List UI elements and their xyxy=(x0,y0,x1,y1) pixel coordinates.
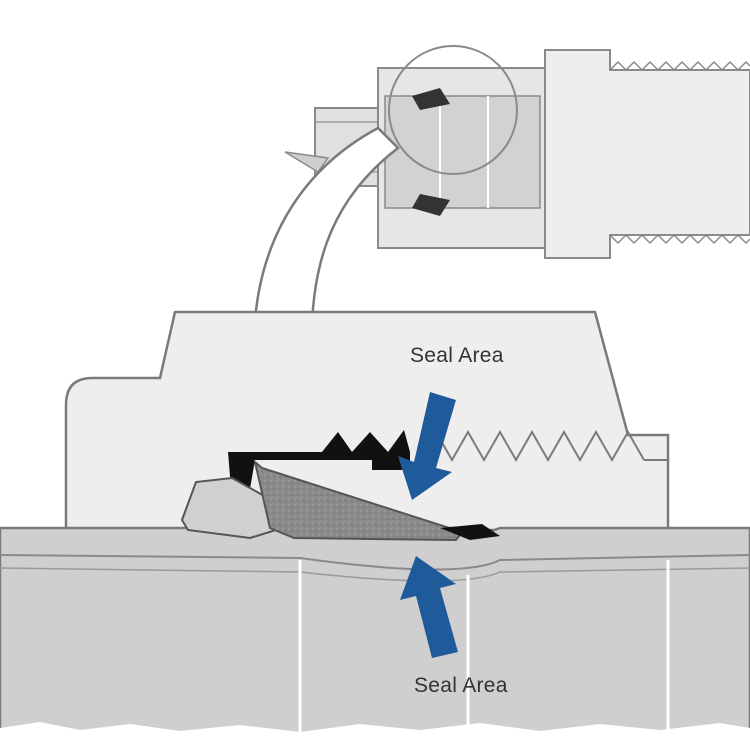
nut-body-detail xyxy=(64,310,670,532)
thread-detail xyxy=(419,429,645,463)
seal-arrow-bottom xyxy=(400,556,458,658)
seal-arrow-top xyxy=(398,392,456,500)
body-overview xyxy=(544,49,750,259)
fitting-overview xyxy=(284,45,750,259)
seal-area-label-bottom: Seal Area xyxy=(414,674,508,697)
seal-area-label-top: Seal Area xyxy=(410,344,504,367)
seal-contact-tube xyxy=(440,524,500,540)
seal-contact-black xyxy=(228,430,410,500)
magnify-circle xyxy=(388,45,518,175)
ferrule-overview-top xyxy=(412,88,450,110)
front-ferrule xyxy=(253,459,464,542)
tube-detail xyxy=(0,526,750,750)
ferrule-overview-bottom xyxy=(412,194,450,216)
